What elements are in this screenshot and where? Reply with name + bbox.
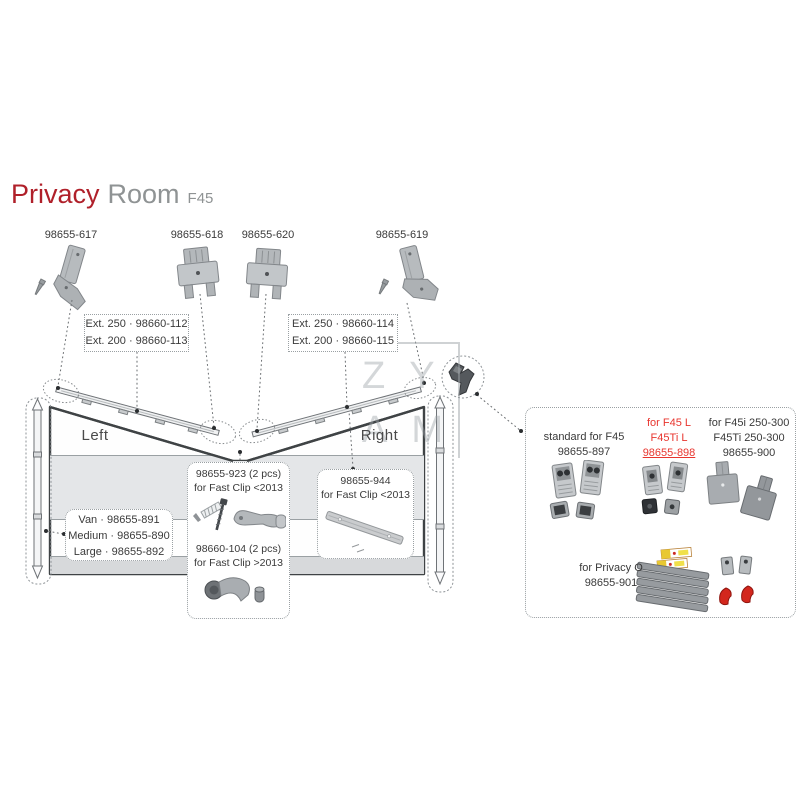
cylinder-icon [254,586,265,603]
pin-icon [193,513,201,522]
label-sticker-icon [656,557,689,571]
left-side-rail [25,397,52,585]
left-panel-label: Left [81,427,109,444]
spring-icon [200,501,223,519]
kit-standard-line1: standard for F45 [543,431,625,443]
arm-part-icon [204,577,250,602]
screw-icon [215,498,228,531]
fastclip-bar-part [324,511,404,553]
right-side-rail [427,395,454,593]
red-hooks-icon [719,585,754,606]
bar-kit-box: 98655-944 for Fast Clip <2013 [317,469,414,559]
watermark-row1: ZY [362,355,459,397]
kit-f45i-line1: for F45i 250-300 [708,417,790,429]
kit-f45i-line2: F45Ti 250-300 [713,432,785,444]
bar-title: 98655-944 [340,475,391,487]
part-98655-620 [245,247,289,300]
size-line-van: Van · 98655-891 [78,514,160,526]
privacy-o-number: 98655-901 [584,577,638,589]
right-lead-bar [238,376,437,444]
privacy-o-line1: for Privacy O [579,562,643,574]
privacy-o-label: for Privacy O 98655-901 [566,561,656,591]
right-panel-label: Right [360,427,399,444]
label-sticker-icon [660,546,693,560]
strap-stack-icon [635,561,710,613]
kits-parts [549,460,777,613]
kit-898-parts [641,461,689,515]
part-98655-617 [34,244,86,311]
kit-f45i-header: for F45i 250-300 F45Ti 250-300 98655-900 [703,416,795,461]
size-kit-box: Van · 98655-891 Medium · 98655-890 Large… [65,509,173,561]
kit-897-parts [549,460,605,520]
fastclip-subtitle1: for Fast Clip <2013 [193,482,283,494]
fastclip-old-parts [193,498,286,531]
fastclip-bar-icon [324,511,404,545]
mini-clips-icon [720,555,753,576]
kits-panel: standard for F45 98655-897 for F45 L F45… [525,407,796,618]
part-98655-618 [176,246,220,299]
page-title: Privacy Room F45 [11,179,213,210]
bar-subtitle: for Fast Clip <2013 [320,489,410,501]
screw-icon [378,278,390,295]
leader-lines [46,293,522,535]
title-model: F45 [187,190,214,207]
ext-line: Ext. 200 · 98660-115 [292,335,394,347]
kit-standard-number: 98655-897 [557,446,611,458]
kit-900-parts [706,461,777,521]
title-privacy: Privacy [11,179,100,209]
kit-f45l-header: for F45 L F45Ti L 98655-898 [633,416,705,461]
kit-standard-header: standard for F45 98655-897 [538,430,630,460]
size-line-medium: Medium · 98655-890 [68,530,170,542]
fastclip-kit-box: 98655-923 (2 pcs) for Fast Clip <2013 [187,462,290,619]
fastclip-new-parts [204,577,265,603]
leader-dot [519,429,523,433]
screw-icon [34,278,47,296]
part-label-618: 98655-618 [170,229,224,241]
part-label-619: 98655-619 [375,229,429,241]
title-room: Room [107,179,180,209]
kit-f45l-line2: F45Ti L [650,432,688,444]
fastclip-title2: 98660-104 (2 pcs) [195,543,282,555]
kit-f45i-number: 98655-900 [722,447,776,459]
part-label-617: 98655-617 [44,229,98,241]
watermark: ZY AM [336,342,460,458]
kit-f45l-number: 98655-898 [642,447,696,459]
ext-kit-box-right: Ext. 250 · 98660-114 Ext. 200 · 98660-11… [288,314,398,352]
size-line-large: Large · 98655-892 [73,546,165,558]
fastclip-title1: 98655-923 (2 pcs) [195,468,282,480]
ext-line: Ext. 250 · 98660-112 [85,318,188,330]
part-98655-619 [378,245,439,301]
ext-kit-box-left: Ext. 250 · 98660-112 Ext. 200 · 98660-11… [84,314,189,352]
fastclip-subtitle2: for Fast Clip >2013 [193,557,283,569]
clamp-arm-icon [233,510,286,529]
part-label-620: 98655-620 [241,229,295,241]
ext-line: Ext. 250 · 98660-114 [292,318,394,330]
privacy-o-parts [635,546,754,613]
watermark-row2: AM [362,409,467,451]
kit-f45l-line1: for F45 L [646,417,692,429]
ext-line: Ext. 200 · 98660-113 [85,335,188,347]
